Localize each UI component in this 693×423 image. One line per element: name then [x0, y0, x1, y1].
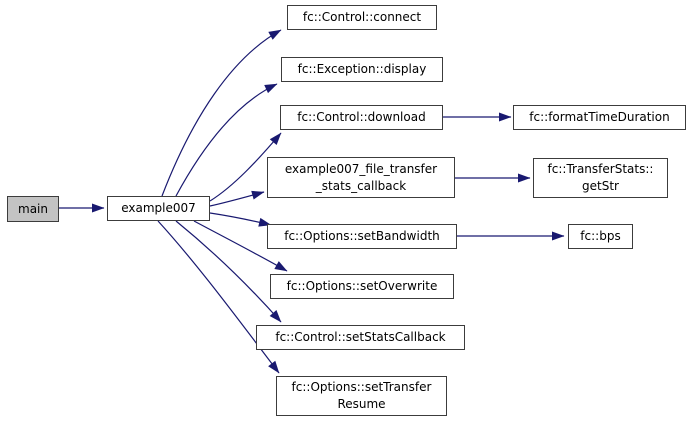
node-get-str-label-line2: getStr: [582, 179, 619, 193]
node-fc-bps[interactable]: fc::bps: [568, 224, 633, 249]
node-main-label: main: [18, 201, 48, 216]
node-fc-transfer-stats-get-str[interactable]: fc::TransferStats:: getStr: [533, 158, 668, 198]
edge-example007-to-connect: [161, 29, 282, 197]
edge-example007-to-set-bandwidth: [209, 212, 272, 227]
node-main: main: [7, 196, 59, 222]
node-fc-control-connect[interactable]: fc::Control::connect: [287, 5, 437, 30]
node-fc-exception-display[interactable]: fc::Exception::display: [281, 57, 443, 82]
edge-example007-to-download: [209, 132, 282, 202]
node-fc-control-connect-label: fc::Control::connect: [302, 10, 422, 24]
node-fc-control-set-stats-callback[interactable]: fc::Control::setStatsCallback: [256, 325, 465, 350]
node-stats-callback-label-line2: _stats_callback: [315, 178, 407, 193]
node-fc-options-set-bandwidth-label: fc::Options::setBandwidth: [284, 229, 440, 243]
node-fc-format-time-duration-label: fc::formatTimeDuration: [529, 110, 670, 124]
node-example007[interactable]: example007: [107, 196, 210, 221]
edge-example007-to-set-transfer-resume: [157, 220, 280, 374]
node-get-str-label-line1: fc::TransferStats::: [547, 162, 654, 176]
node-fc-format-time-duration[interactable]: fc::formatTimeDuration: [513, 105, 686, 130]
edge-example007-to-set-overwrite: [193, 220, 288, 272]
node-stats-callback-label-line1: example007_file_transfer: [284, 161, 438, 176]
node-fc-options-set-overwrite-label: fc::Options::setOverwrite: [286, 279, 438, 293]
node-fc-control-download[interactable]: fc::Control::download: [280, 105, 443, 130]
node-fc-control-set-stats-callback-label: fc::Control::setStatsCallback: [275, 330, 446, 344]
node-set-transfer-resume-label-line2: Resume: [337, 397, 386, 411]
edge-example007-to-set-stats-callback: [175, 220, 282, 323]
node-fc-exception-display-label: fc::Exception::display: [297, 62, 427, 76]
node-fc-options-set-bandwidth[interactable]: fc::Options::setBandwidth: [267, 224, 457, 249]
node-fc-bps-label: fc::bps: [580, 229, 621, 243]
node-fc-options-set-transfer-resume[interactable]: fc::Options::setTransfer Resume: [276, 376, 447, 416]
edge-example007-to-stats-callback: [209, 190, 265, 207]
node-fc-control-download-label: fc::Control::download: [297, 110, 426, 124]
node-set-transfer-resume-label-line1: fc::Options::setTransfer: [291, 380, 432, 394]
node-fc-options-set-overwrite[interactable]: fc::Options::setOverwrite: [270, 274, 454, 299]
node-example007-file-transfer-stats-callback[interactable]: example007_file_transfer _stats_callback: [267, 157, 455, 198]
node-example007-label: example007: [121, 201, 196, 215]
edge-example007-to-display: [175, 83, 278, 197]
